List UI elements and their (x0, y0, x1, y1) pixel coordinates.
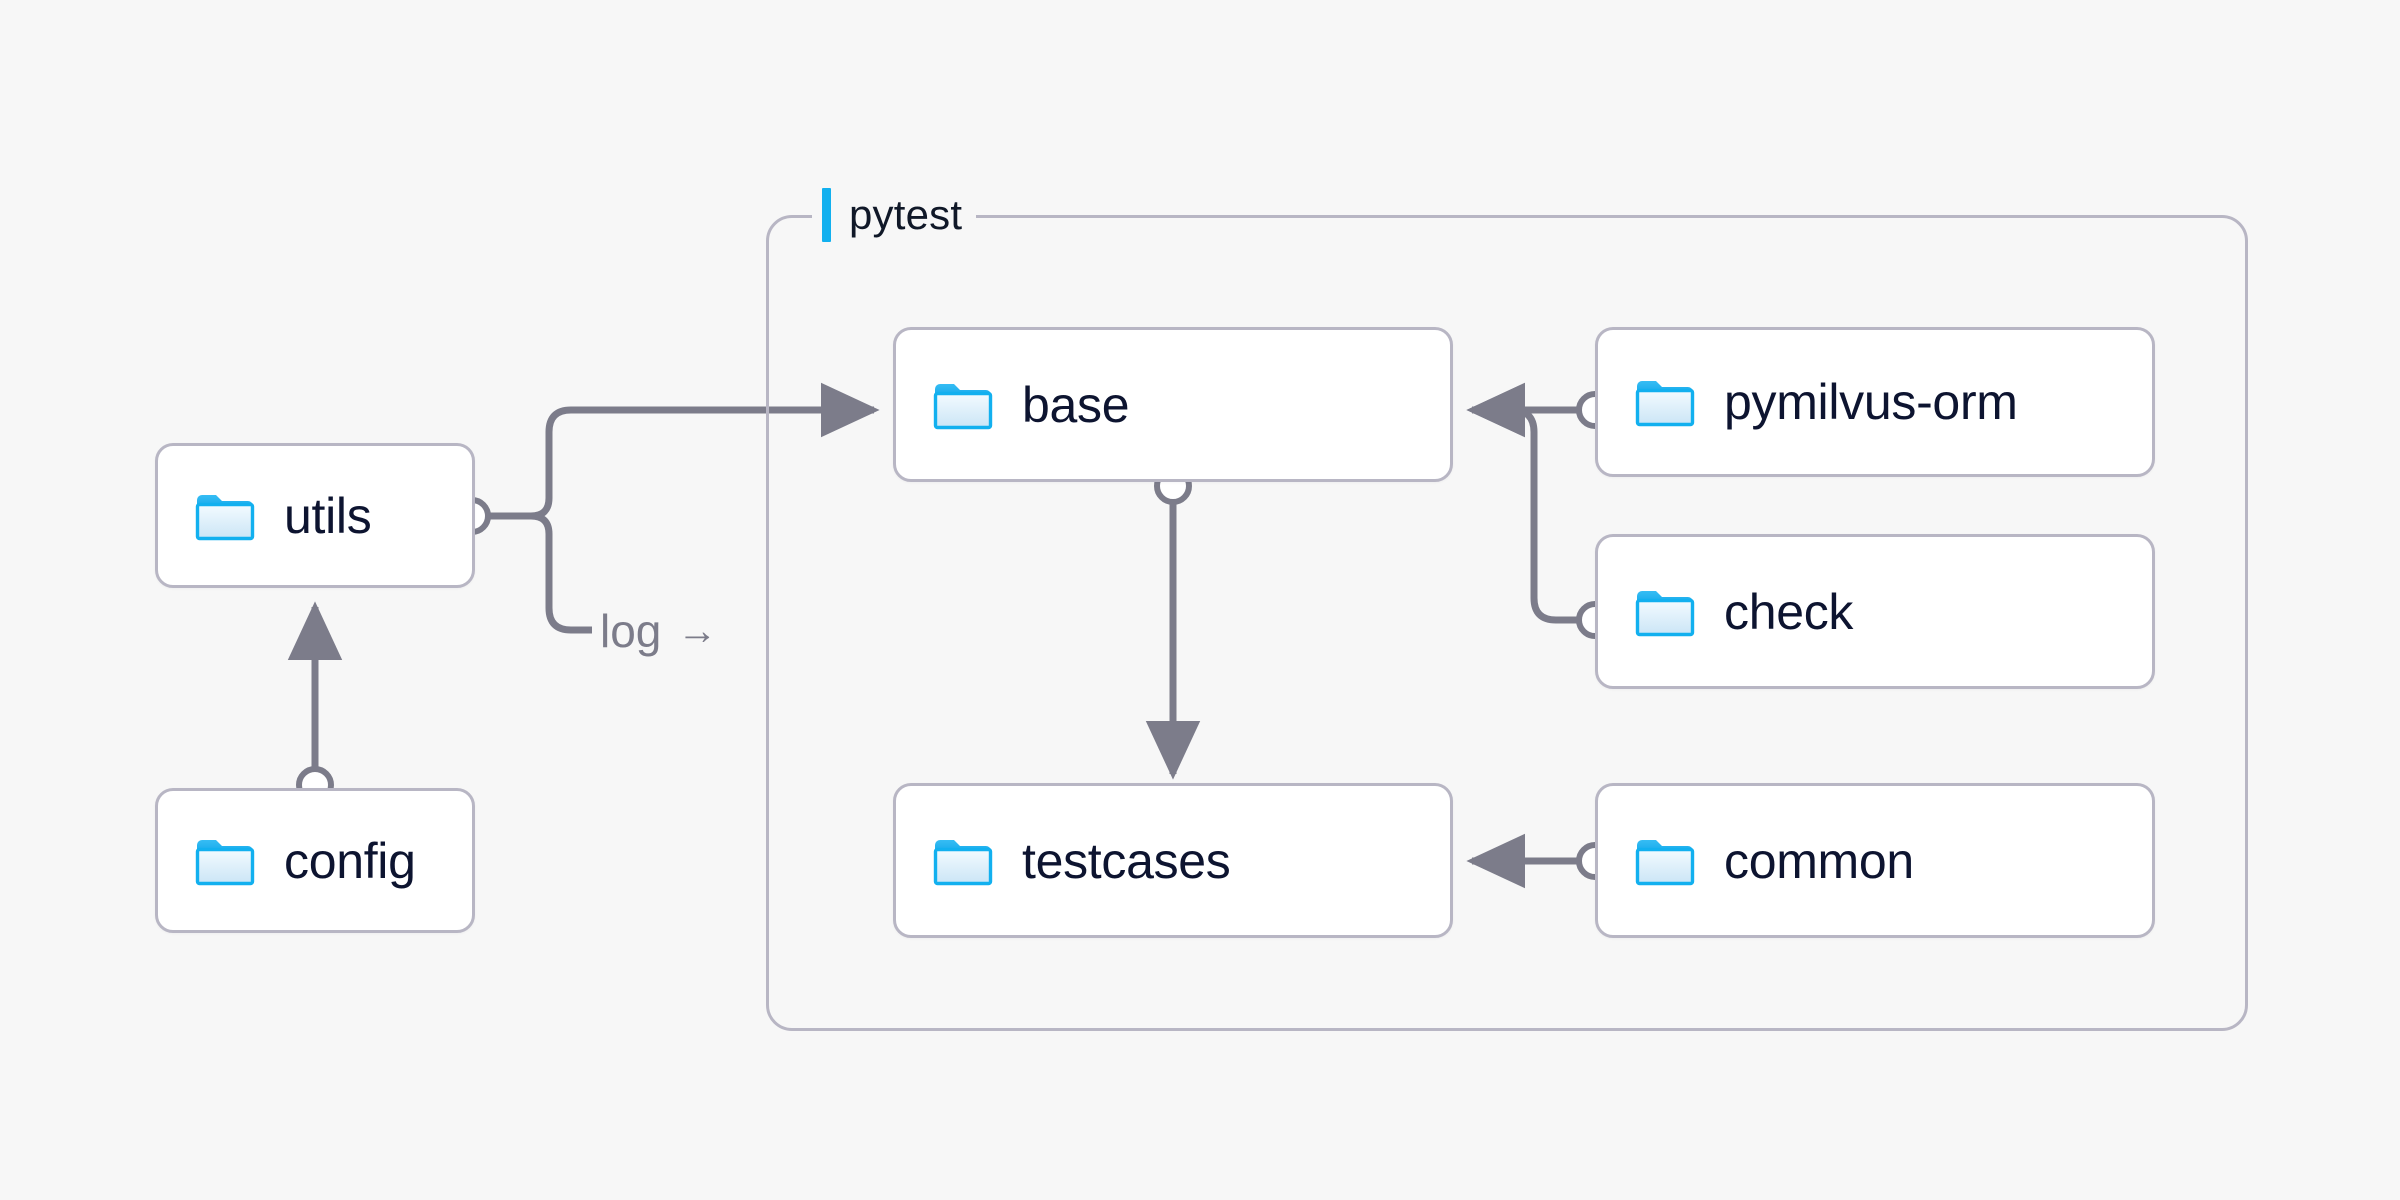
node-label: pymilvus-orm (1724, 374, 2018, 430)
node-check[interactable]: check (1595, 534, 2155, 689)
node-label: utils (284, 487, 372, 544)
node-label: base (1022, 376, 1130, 433)
node-label: config (284, 832, 416, 889)
folder-icon (932, 835, 994, 887)
group-label-text: pytest (849, 191, 963, 238)
edge-label-log: log → (600, 608, 717, 654)
node-common[interactable]: common (1595, 783, 2155, 938)
node-label: testcases (1022, 832, 1231, 889)
accent-bar-icon (822, 188, 831, 242)
edge-label-log-text: log (600, 605, 662, 657)
folder-icon (932, 379, 994, 431)
wire-utils-to-log (530, 512, 592, 634)
node-testcases[interactable]: testcases (893, 783, 1453, 938)
node-base[interactable]: base (893, 327, 1453, 482)
folder-icon (1634, 376, 1696, 428)
node-config[interactable]: config (155, 788, 475, 933)
group-container-pytest (766, 215, 2248, 1031)
node-utils[interactable]: utils (155, 443, 475, 588)
arrow-right-icon: → (677, 609, 718, 653)
folder-icon (194, 835, 256, 887)
group-label-pytest: pytest (812, 183, 977, 247)
folder-icon (194, 490, 256, 542)
folder-icon (1634, 835, 1696, 887)
folder-icon (1634, 586, 1696, 638)
node-label: common (1724, 832, 1914, 889)
node-label: check (1724, 583, 1854, 640)
node-pymilvus-orm[interactable]: pymilvus-orm (1595, 327, 2155, 477)
